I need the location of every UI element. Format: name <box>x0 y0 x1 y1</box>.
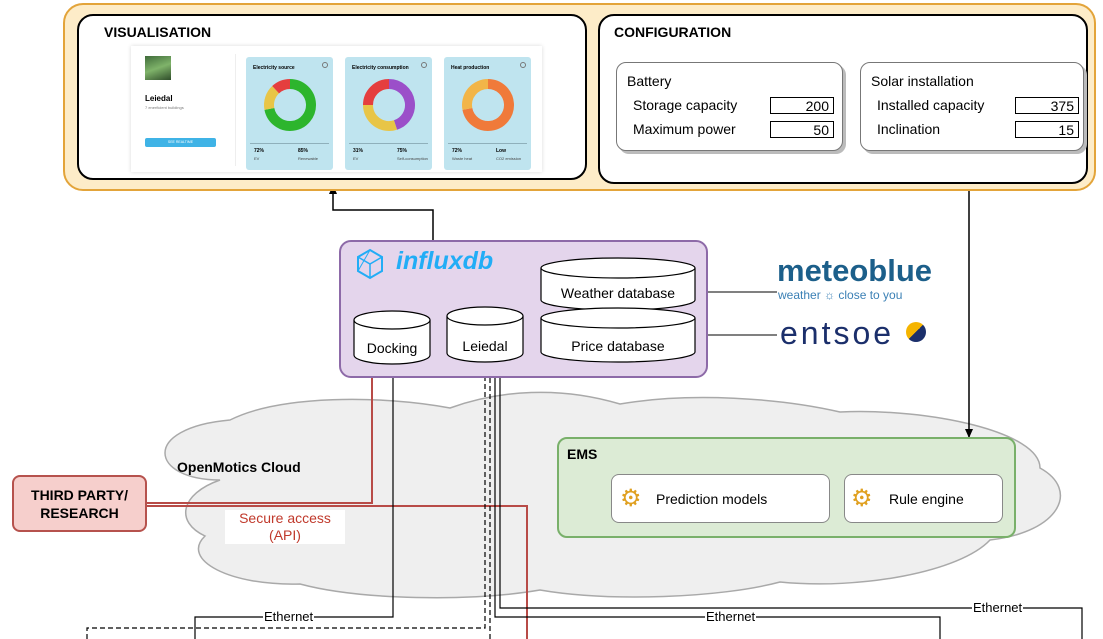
third-party-box: THIRD PARTY/ RESEARCH <box>12 475 147 532</box>
gear-icon: ⚙ <box>620 485 642 512</box>
visualisation-panel: VISUALISATION Leiedal 7 enerficient buil… <box>77 14 587 180</box>
donut-segment <box>264 79 316 131</box>
stat-value: 75% <box>397 148 408 154</box>
stat-value: 72% <box>452 148 463 154</box>
battery-box: Battery Storage capacity 200 Maximum pow… <box>616 62 843 151</box>
weather-db-icon <box>540 257 696 311</box>
stat-value: 31% <box>353 148 364 154</box>
ethernet-label: Ethernet <box>263 609 315 624</box>
cloud-label: OpenMotics Cloud <box>177 459 301 475</box>
card-heat-production[interactable]: Heat production 72% Waste heat Low CO2 e… <box>444 57 531 170</box>
site-name: Leiedal <box>145 94 173 103</box>
stat-label: EV <box>254 156 260 161</box>
donut-segment <box>264 86 280 110</box>
site-photo <box>145 56 171 80</box>
third-party-line1: THIRD PARTY/ <box>31 487 128 503</box>
stat-label: Renewable <box>298 156 319 161</box>
stat-value: 72% <box>254 148 265 154</box>
rule-engine-label: Rule engine <box>889 491 964 507</box>
donut-segment <box>388 79 415 130</box>
card-title: Electricity source <box>253 65 295 71</box>
docking-db-label: Docking <box>366 340 418 356</box>
info-icon[interactable] <box>421 62 427 68</box>
card-divider <box>250 143 329 144</box>
donut-segment <box>462 79 514 131</box>
card-electricity-source[interactable]: Electricity source 72% EV 85% Renewable <box>246 57 333 170</box>
configuration-panel: CONFIGURATION Battery Storage capacity 2… <box>598 14 1088 184</box>
secure-access-line1: Secure access <box>239 510 331 526</box>
site-subtitle: 7 enerficient buildings <box>145 105 184 110</box>
inclination-label: Inclination <box>877 121 941 137</box>
influxdb-logo-icon <box>357 248 383 280</box>
stat-label: CO2 emission <box>496 156 522 161</box>
configuration-title: CONFIGURATION <box>614 24 732 40</box>
info-icon[interactable] <box>322 62 328 68</box>
card-electricity-consumption[interactable]: Electricity consumption 31% EV 75% Self-… <box>345 57 432 170</box>
price-db-icon <box>540 307 696 363</box>
installed-capacity-field[interactable]: 375 <box>1015 97 1079 114</box>
see-realtime-label: SEE REALTIME <box>167 140 194 144</box>
maximum-power-label: Maximum power <box>633 121 736 137</box>
donut-segment <box>462 79 489 110</box>
ethernet-label: Ethernet <box>972 600 1024 615</box>
storage-capacity-field[interactable]: 200 <box>770 97 834 114</box>
storage-capacity-label: Storage capacity <box>633 97 738 113</box>
stat-value: Low <box>496 148 506 154</box>
card-title: Heat production <box>451 65 490 71</box>
secure-access-line2: (API) <box>269 527 301 543</box>
gear-icon: ⚙ <box>851 485 873 512</box>
leiedal-db-icon <box>446 306 524 363</box>
price-db-label: Price database <box>571 338 665 354</box>
donut-segment <box>363 104 398 131</box>
card-title: Electricity consumption <box>352 65 409 71</box>
weather-db-label: Weather database <box>560 285 676 301</box>
dashboard-preview: Leiedal 7 enerficient buildings SEE REAL… <box>131 46 542 172</box>
card-divider <box>448 143 527 144</box>
ethernet-label: Ethernet <box>705 609 757 624</box>
solar-title: Solar installation <box>871 73 974 89</box>
card-divider <box>349 143 428 144</box>
donut-chart <box>363 79 415 131</box>
ems-title: EMS <box>567 446 598 462</box>
entsoe-logo: entsoe <box>780 315 895 351</box>
battery-title: Battery <box>627 73 672 89</box>
docking-db-icon <box>353 310 431 365</box>
maximum-power-field[interactable]: 50 <box>770 121 834 138</box>
donut-segment <box>363 79 390 106</box>
rule-engine-module[interactable]: ⚙ Rule engine <box>844 474 1003 523</box>
preview-divider <box>235 54 236 166</box>
stat-label: Self-consumption <box>397 156 428 161</box>
donut-segment <box>272 79 291 94</box>
donut-chart <box>264 79 316 131</box>
meteoblue-logo: meteoblue <box>777 253 933 288</box>
prediction-models-module[interactable]: ⚙ Prediction models <box>611 474 830 523</box>
donut-chart <box>462 79 514 131</box>
visualisation-title: VISUALISATION <box>104 24 212 40</box>
stat-value: 85% <box>298 148 309 154</box>
stat-label: Waste heat <box>452 156 473 161</box>
prediction-models-label: Prediction models <box>656 491 768 507</box>
installed-capacity-label: Installed capacity <box>877 97 985 113</box>
leiedal-db-label: Leiedal <box>462 338 508 354</box>
see-realtime-button[interactable]: SEE REALTIME <box>145 138 216 147</box>
inclination-field[interactable]: 15 <box>1015 121 1079 138</box>
third-party-line2: RESEARCH <box>40 505 119 521</box>
meteoblue-tagline: weather ☼ close to you <box>778 288 903 302</box>
stat-label: EV <box>353 156 359 161</box>
solar-box: Solar installation Installed capacity 37… <box>860 62 1084 151</box>
influxdb-brand: influxdb <box>396 247 494 275</box>
entsoe-circle-icon <box>906 322 926 342</box>
info-icon[interactable] <box>520 62 526 68</box>
secure-access-label: Secure access (API) <box>225 510 345 544</box>
